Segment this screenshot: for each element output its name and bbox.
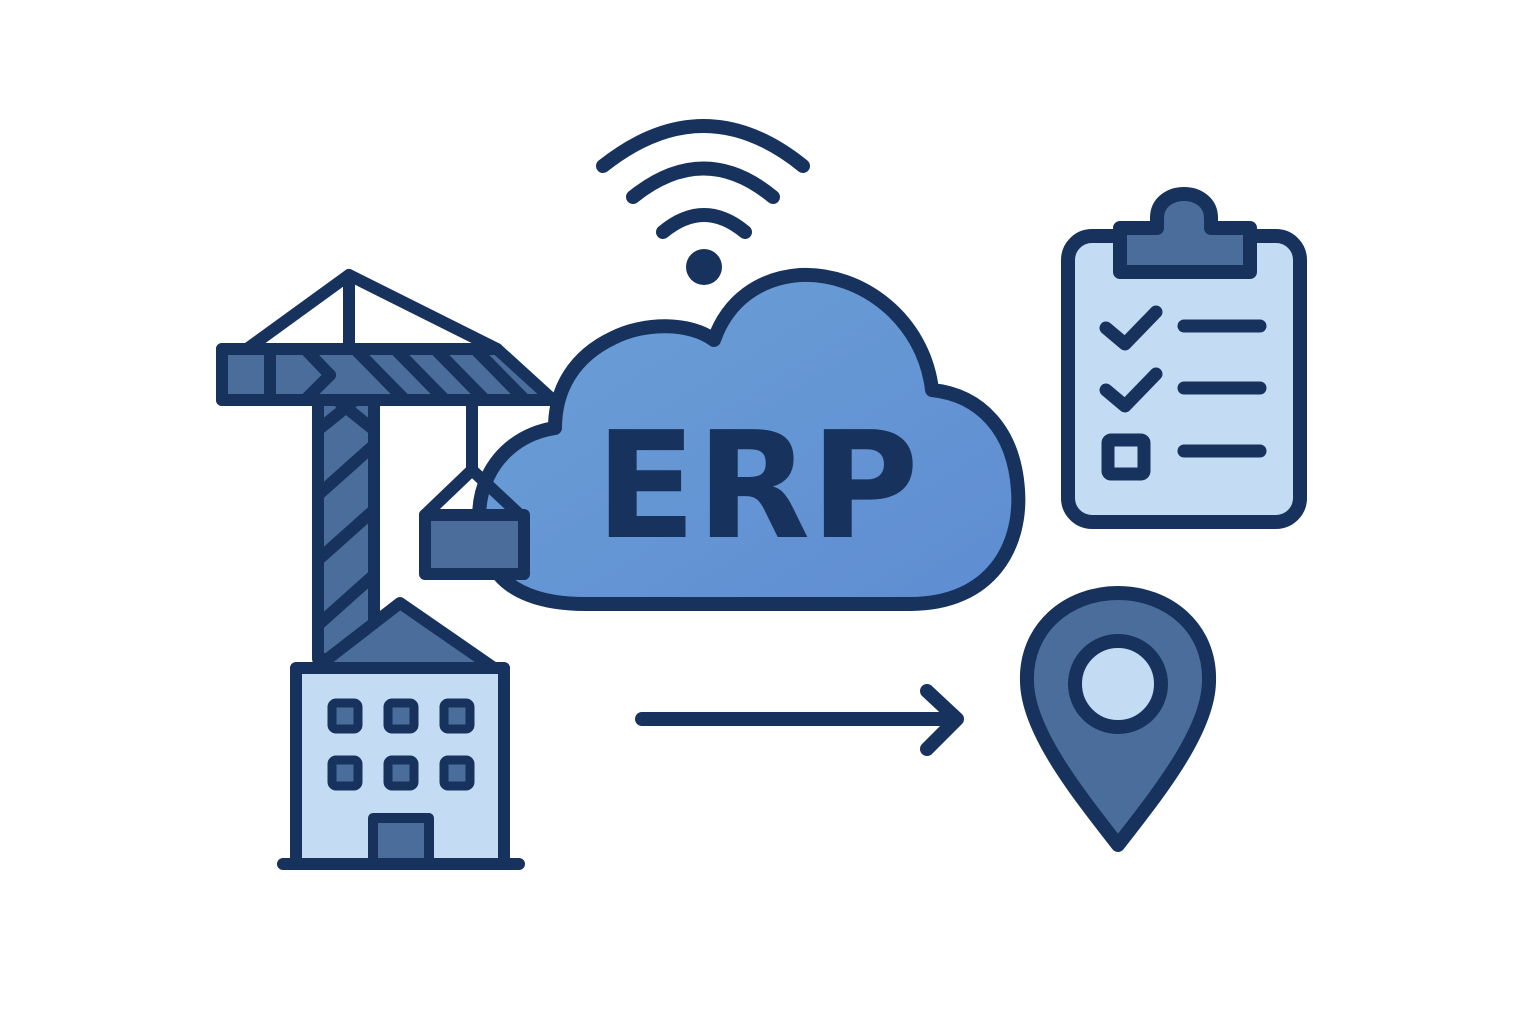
location-pin-icon xyxy=(1019,586,1217,852)
building-icon xyxy=(277,597,525,870)
checklist-check-icon xyxy=(1099,305,1163,351)
clipboard-checklist-icon xyxy=(1061,187,1307,529)
checklist-empty-box-icon xyxy=(1101,433,1151,481)
crane-load-icon xyxy=(419,464,530,580)
checklist-check-icon xyxy=(1099,367,1163,413)
cloud-icon: ERP xyxy=(472,267,1026,611)
arrow-right-icon xyxy=(635,684,964,756)
wifi-signal-icon xyxy=(596,119,810,285)
cloud-erp-label: ERP xyxy=(595,400,919,572)
